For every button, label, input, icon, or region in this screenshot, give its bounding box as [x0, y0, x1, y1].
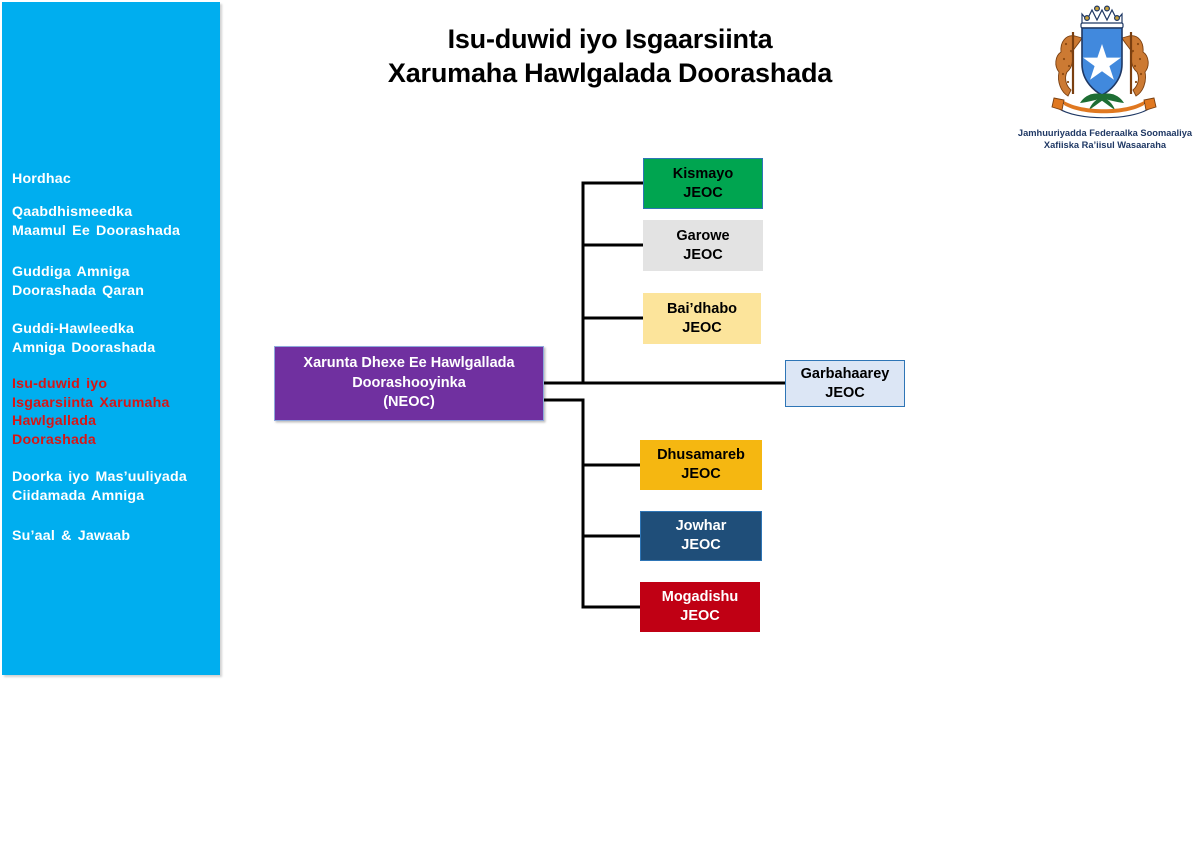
- node-label-line2: JEOC: [683, 246, 723, 263]
- node-label-line1: Garbahaarey: [800, 365, 890, 382]
- sidebar-item-suaal-jawaab[interactable]: Su’aal & Jawaab: [12, 527, 217, 546]
- sidebar-item-label: Hordhac: [12, 171, 71, 187]
- node-label-line1: Bai’dhabo: [666, 300, 738, 317]
- node-label-line2: JEOC: [683, 184, 723, 201]
- node-label-line2: Doorashooyinka: [352, 374, 466, 391]
- node-garowe-jeoc[interactable]: Garowe JEOC: [643, 220, 763, 271]
- node-label-line2: JEOC: [825, 384, 865, 401]
- sidebar-item-label: Su’aal & Jawaab: [12, 528, 131, 544]
- node-label-line1: Xarunta Dhexe Ee Hawlgallada: [303, 355, 515, 372]
- node-mogadishu-jeoc[interactable]: Mogadishu JEOC: [640, 582, 760, 632]
- node-label-line1: Jowhar: [675, 518, 727, 534]
- somalia-coat-of-arms-icon: [1051, 5, 1157, 119]
- emblem-caption-line1: Jamhuuriyadda Federaalka Soomaaliya: [1017, 128, 1193, 138]
- node-label-line2: JEOC: [680, 608, 720, 624]
- node-label-line3: (NEOC): [383, 394, 435, 411]
- sidebar-item-hordhac[interactable]: Hordhac: [12, 170, 217, 189]
- node-dhusamareb-jeoc[interactable]: Dhusamareb JEOC: [640, 440, 762, 490]
- node-label-line2: JEOC: [681, 466, 721, 482]
- node-garbahaarey-jeoc[interactable]: Garbahaarey JEOC: [785, 360, 905, 407]
- node-label-line1: Kismayo: [672, 165, 734, 182]
- node-label-line1: Garowe: [676, 227, 730, 244]
- node-baidhabo-jeoc[interactable]: Bai’dhabo JEOC: [643, 293, 761, 344]
- node-label-line2: JEOC: [681, 537, 721, 553]
- page-title-line2: Xarumaha Hawlgalada Doorashada: [387, 58, 833, 88]
- node-label-line2: JEOC: [682, 319, 722, 336]
- page-title: Isu-duwid iyo Isgaarsiinta Xarumaha Hawl…: [260, 22, 960, 90]
- node-jowhar-jeoc[interactable]: Jowhar JEOC: [640, 511, 762, 561]
- emblem-block: Jamhuuriyadda Federaalka Soomaaliya Xafi…: [1012, 2, 1198, 151]
- page-title-line1: Isu-duwid iyo Isgaarsiinta: [447, 24, 773, 54]
- node-label-line1: Dhusamareb: [657, 447, 745, 463]
- emblem-caption-line2: Xafiiska Ra’iisul Wasaaraha: [1043, 140, 1167, 150]
- node-neoc-center[interactable]: Xarunta Dhexe Ee Hawlgallada Doorashooyi…: [274, 346, 544, 421]
- node-kismayo-jeoc[interactable]: Kismayo JEOC: [643, 158, 763, 209]
- node-label-line1: Mogadishu: [661, 589, 739, 605]
